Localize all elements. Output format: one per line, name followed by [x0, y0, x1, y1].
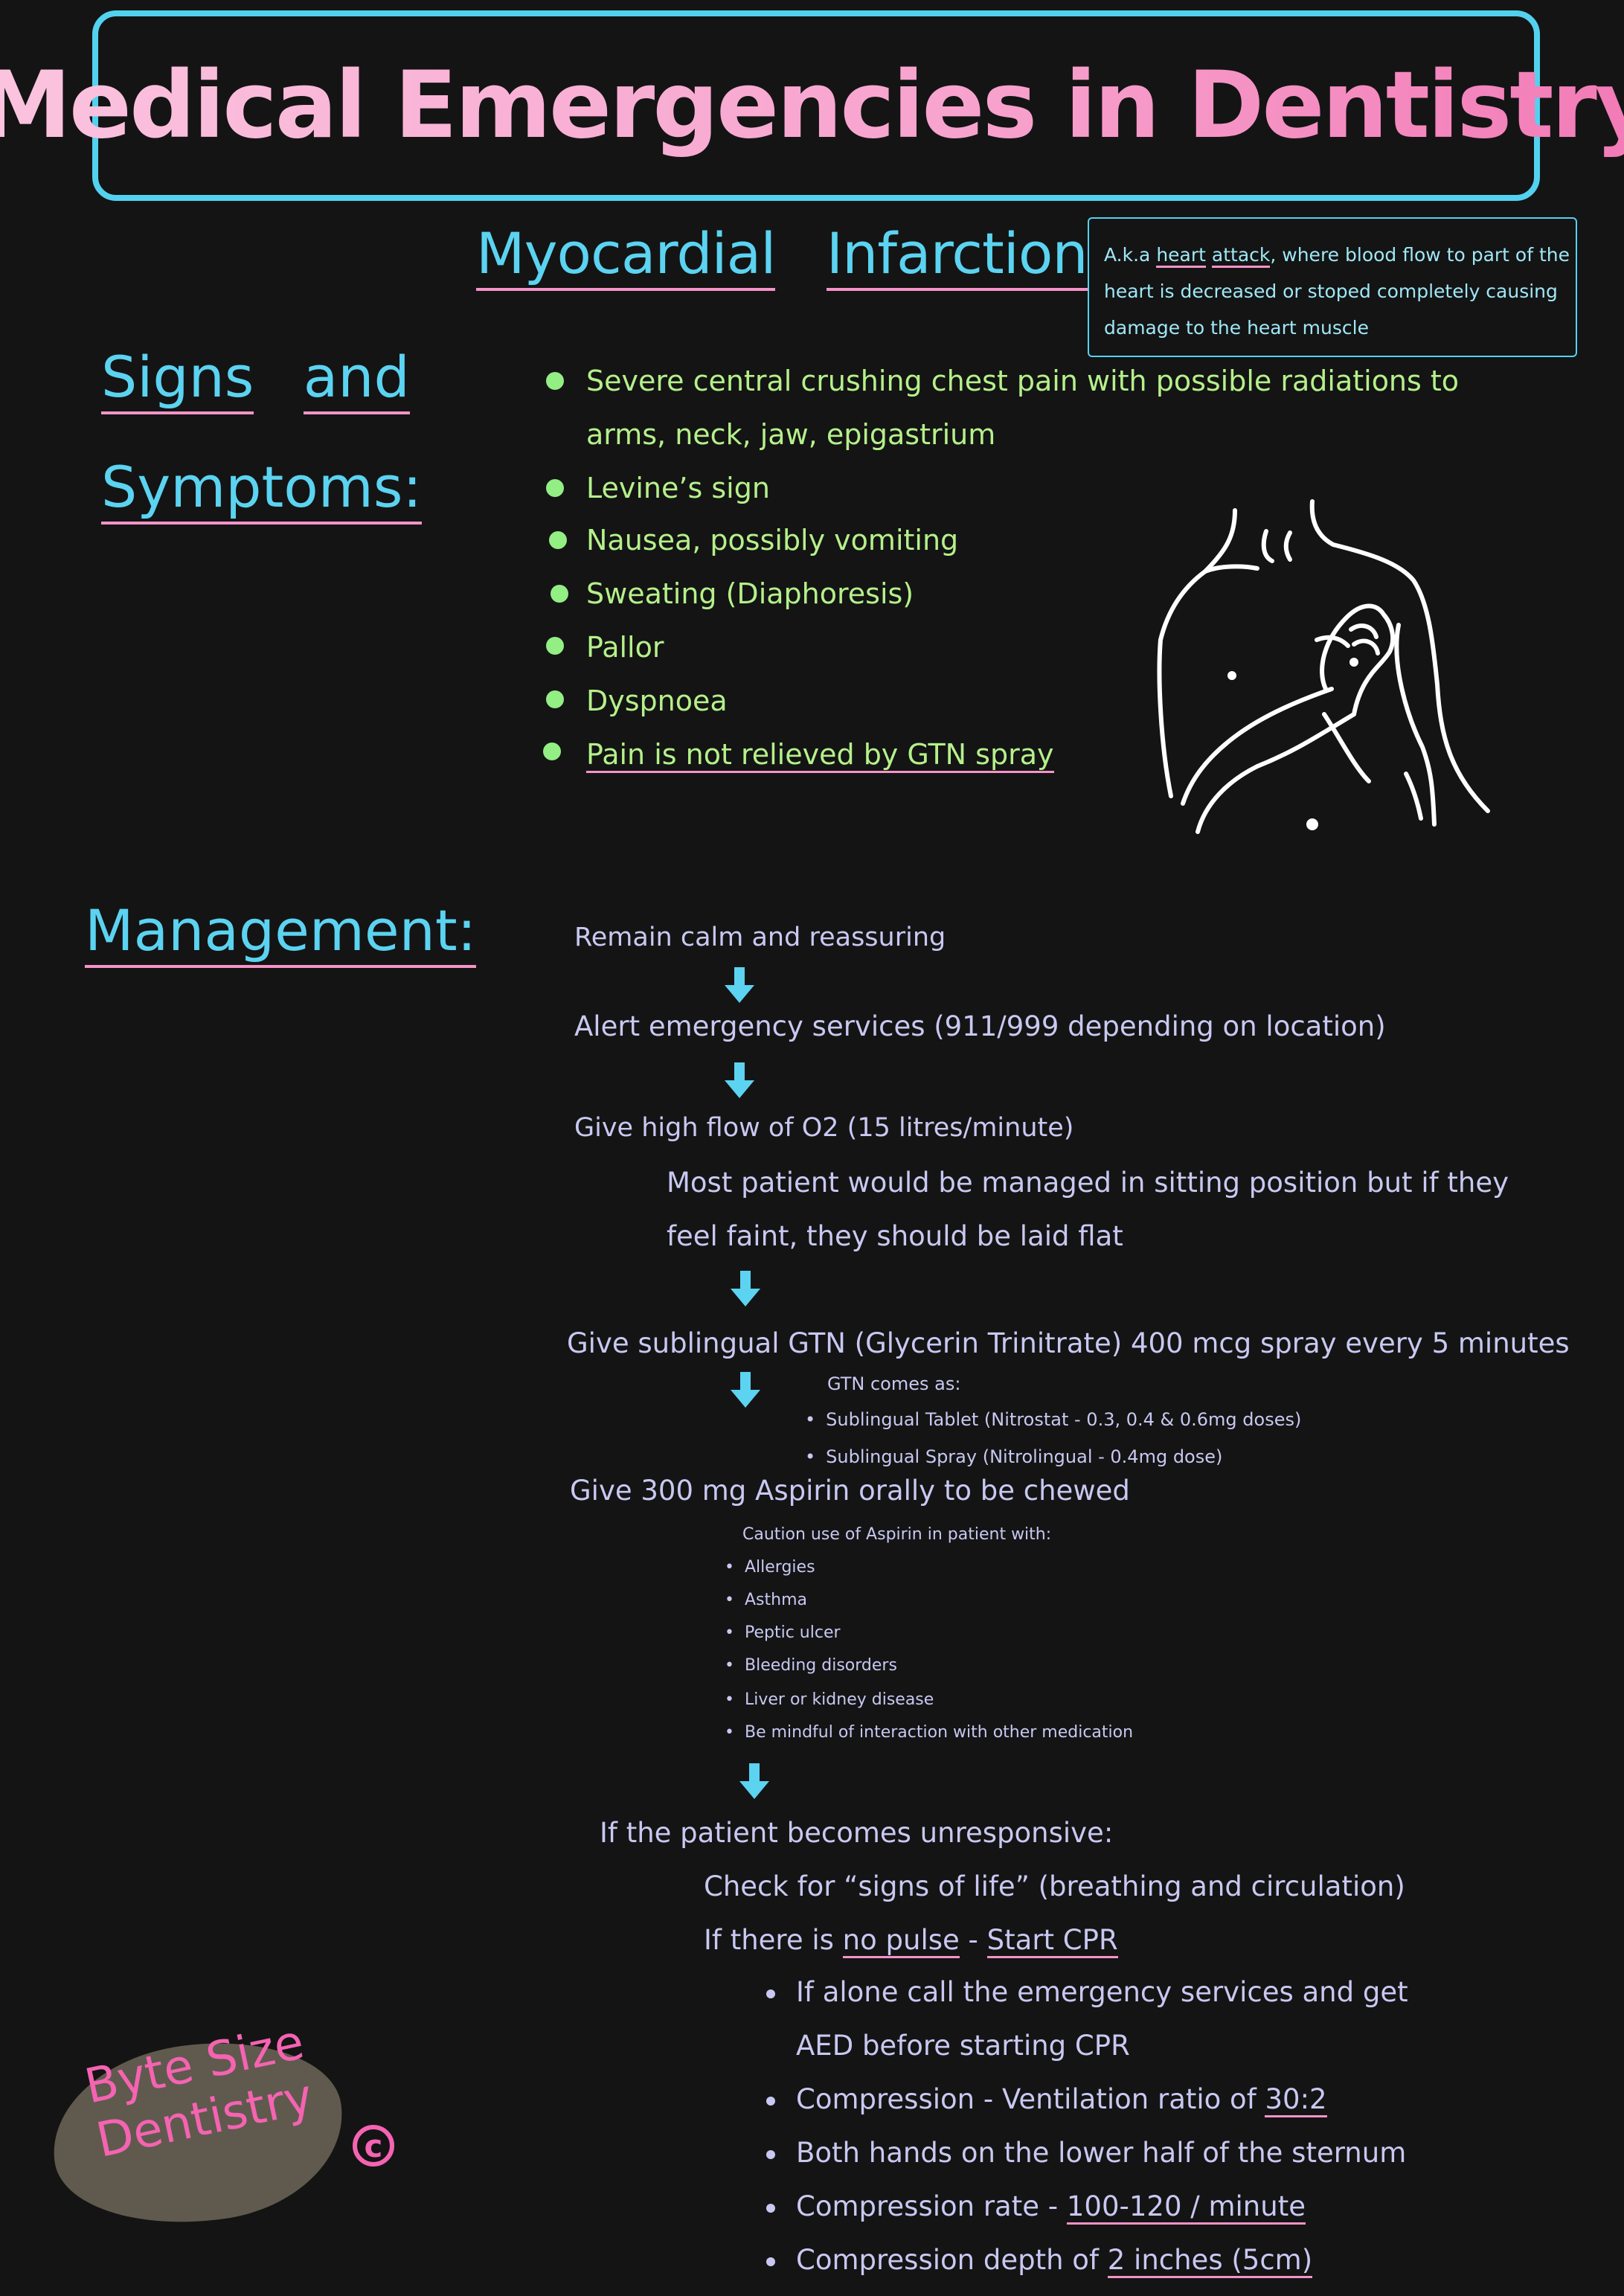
bullet-icon — [546, 637, 564, 655]
list-item: Dyspnoea — [586, 684, 728, 717]
list-item: Sweating (Diaphoresis) — [586, 577, 914, 610]
page-title: Medical Emergencies in Dentistry — [0, 52, 1624, 159]
aspirin-caution-item: Be mindful of interaction with other med… — [725, 1723, 1133, 1742]
cpr-rate-value: 100-120 / minute — [1066, 2190, 1306, 2225]
topic-heading: Myocardial Infarction — [476, 220, 1088, 291]
bullet-icon — [766, 2204, 775, 2213]
aspirin-caution-item: Bleeding disorders — [725, 1656, 897, 1675]
bullet-icon — [766, 1989, 775, 1998]
bullet-icon — [546, 479, 564, 497]
bullet-icon — [766, 2097, 775, 2106]
no-pulse-text: no pulse — [842, 1924, 960, 1958]
symptoms-word: Symptoms: — [101, 454, 423, 525]
signs-word: Signs — [101, 344, 254, 414]
management-heading-text: Management: — [85, 897, 477, 968]
copyright-icon: c — [353, 2125, 394, 2167]
definition-line-3: damage to the heart muscle — [1104, 317, 1369, 339]
down-arrow-icon — [739, 1763, 769, 1800]
list-item: Severe central crushing chest pain with … — [586, 365, 1460, 397]
step-oxygen: Give high flow of O2 (15 litres/minute) — [574, 1113, 1074, 1143]
pulse-prefix: If there is — [704, 1924, 843, 1956]
cpr-item-rate: Compression rate - 100-120 / minute — [796, 2190, 1306, 2225]
definition-term-heart: heart — [1156, 244, 1206, 268]
pulse-check: If there is no pulse - Start CPR — [704, 1924, 1118, 1958]
definition-space — [1206, 244, 1212, 266]
symptom-gtn-note: Pain is not relieved by GTN spray — [586, 738, 1054, 773]
step-unresponsive: If the patient becomes unresponsive: — [600, 1817, 1114, 1849]
cpr-item-depth: Compression depth of 2 inches (5cm) — [796, 2244, 1313, 2278]
check-signs-of-life: Check for “signs of life” (breathing and… — [704, 1870, 1405, 1902]
definition-box: A.k.a heart attack, where blood flow to … — [1088, 217, 1577, 357]
cpr-item-ratio: Compression - Ventilation ratio of 30:2 — [796, 2083, 1327, 2117]
definition-term-attack: attack — [1211, 244, 1271, 268]
bullet-icon — [551, 585, 568, 603]
title-banner: Medical Emergencies in Dentistry — [0, 10, 1624, 201]
cpr-depth-label: Compression depth of — [796, 2244, 1108, 2276]
bullet-icon — [766, 2257, 775, 2266]
management-heading: Management: — [85, 897, 477, 968]
definition-prefix: A.k.a — [1104, 244, 1157, 266]
step-remain-calm: Remain calm and reassuring — [574, 923, 946, 952]
oxygen-note-line-2: feel faint, they should be laid flat — [667, 1220, 1123, 1252]
bullet-icon — [543, 743, 561, 760]
oxygen-note-line-1: Most patient would be managed in sitting… — [667, 1167, 1509, 1199]
signs-heading-line-2: Symptoms: — [101, 454, 423, 525]
gtn-heading: GTN comes as: — [827, 1373, 961, 1394]
signs-heading-line-1: Signs and — [101, 344, 410, 414]
definition-line-1: A.k.a heart attack, where blood flow to … — [1104, 237, 1570, 273]
cpr-ratio-label: Compression - Ventilation ratio of — [796, 2083, 1265, 2115]
cpr-item-alone-line-1: If alone call the emergency services and… — [796, 1976, 1408, 2008]
cpr-depth-value: 2 inches (5cm) — [1107, 2244, 1313, 2278]
list-item: Pain is not relieved by GTN spray — [586, 737, 1054, 773]
gtn-form-item: Sublingual Spray (Nitrolingual - 0.4mg d… — [805, 1446, 1222, 1467]
hand-on-chest-icon — [1131, 491, 1503, 863]
aspirin-caution-item: Liver or kidney disease — [725, 1690, 934, 1709]
down-arrow-icon — [731, 1372, 760, 1409]
and-word: and — [303, 344, 410, 414]
bullet-icon — [549, 531, 567, 549]
definition-rest: , where blood flow to part of the — [1270, 244, 1570, 266]
step-gtn: Give sublingual GTN (Glycerin Trinitrate… — [567, 1327, 1570, 1359]
step-alert-services: Alert emergency services (911/999 depend… — [574, 1010, 1386, 1042]
topic-word-1: Myocardial — [476, 220, 776, 291]
topic-word-2: Infarction — [826, 220, 1088, 291]
cpr-rate-label: Compression rate - — [796, 2190, 1067, 2222]
step-aspirin: Give 300 mg Aspirin orally to be chewed — [570, 1475, 1130, 1507]
cpr-item-hands: Both hands on the lower half of the ster… — [796, 2137, 1407, 2169]
cpr-ratio-value: 30:2 — [1265, 2083, 1327, 2117]
gtn-form-item: Sublingual Tablet (Nitrostat - 0.3, 0.4 … — [805, 1409, 1301, 1430]
down-arrow-icon — [725, 967, 754, 1004]
down-arrow-icon — [731, 1271, 760, 1308]
pulse-separator: - — [959, 1924, 987, 1956]
bullet-icon — [546, 372, 564, 390]
list-item: arms, neck, jaw, epigastrium — [586, 418, 996, 451]
list-item: Nausea, possibly vomiting — [586, 524, 959, 557]
bullet-icon — [546, 690, 564, 708]
aspirin-caution-item: Peptic ulcer — [725, 1623, 841, 1642]
aspirin-caution: Caution use of Aspirin in patient with: — [742, 1525, 1052, 1544]
definition-line-2: heart is decreased or stoped completely … — [1104, 280, 1558, 302]
bullet-icon — [766, 2150, 775, 2159]
start-cpr-text: Start CPR — [986, 1924, 1118, 1958]
down-arrow-icon — [725, 1062, 754, 1100]
aspirin-caution-item: Allergies — [725, 1558, 815, 1577]
list-item: Pallor — [586, 631, 664, 664]
cpr-item-alone-line-2: AED before starting CPR — [796, 2030, 1130, 2062]
aspirin-caution-item: Asthma — [725, 1591, 807, 1609]
list-item: Levine’s sign — [586, 472, 770, 504]
